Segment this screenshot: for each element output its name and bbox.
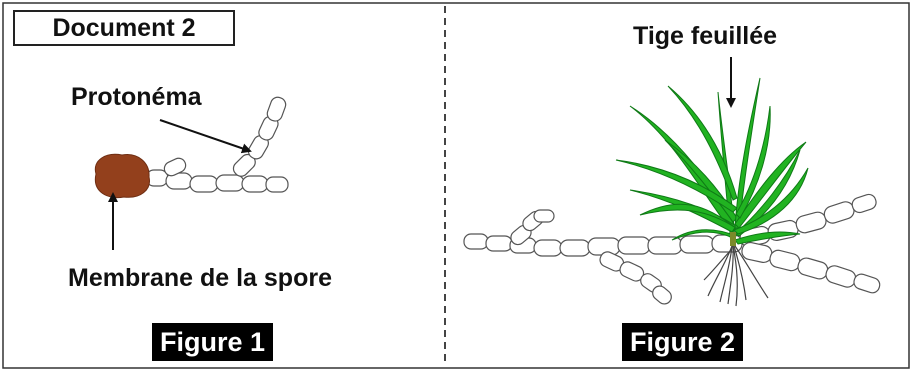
protonema-filament-fig1: [145, 96, 289, 193]
document-title: Document 2: [13, 10, 235, 46]
spore-membrane-label: Membrane de la spore: [68, 264, 332, 292]
document-title-text: Document 2: [52, 13, 196, 42]
figure-1-caption: Figure 1: [152, 323, 274, 361]
stem-label: Tige feuillée: [633, 22, 778, 50]
rhizoids: [703, 245, 769, 307]
protonema-label: Protonéma: [71, 83, 202, 111]
leafy-stem: [615, 77, 809, 245]
protonema-arrow: [159, 119, 252, 154]
spore-membrane: [94, 153, 150, 199]
protonema-filament-fig2: [463, 193, 881, 305]
stem-base: [730, 232, 736, 246]
figure-2-caption: Figure 2: [622, 323, 744, 361]
